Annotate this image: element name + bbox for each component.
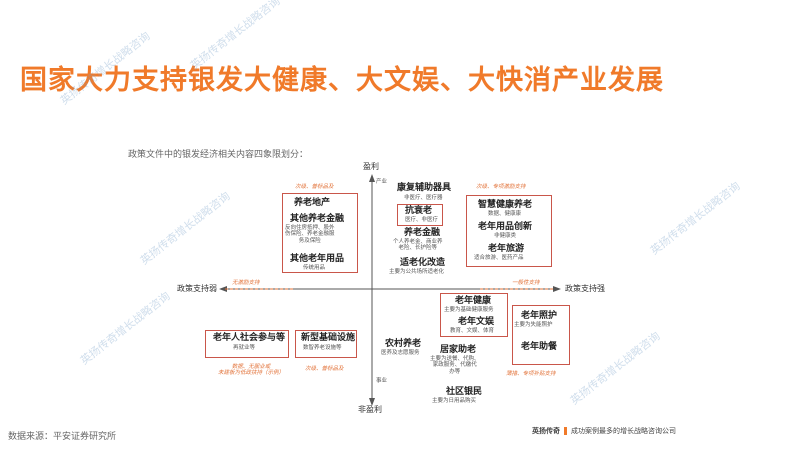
axis-right-note: 一般性支持	[512, 280, 540, 286]
bm-item-1-name: 居家助老	[440, 345, 477, 355]
bl-box-2	[295, 330, 357, 358]
tl-box	[282, 193, 358, 273]
brand-tagline: 成功案例最多的增长战略咨询公司	[571, 427, 676, 435]
tl-item-0-name: 养老地产	[294, 198, 331, 208]
tm-highlight-box	[397, 204, 443, 226]
bl-item-0-name: 老年人社会参与等	[213, 333, 286, 343]
tr-item-2-desc: 适合旅游、医药产品	[474, 255, 524, 261]
watermark-5: 英扬传奇增长战略咨询	[567, 329, 663, 408]
axis-left-label: 政策支持弱	[177, 284, 217, 293]
brand-divider	[564, 427, 567, 435]
bl-note2: 数据、无服业或 未建板为低政扶持（示例）	[218, 364, 285, 377]
source-note: 数据来源：平安证券研究所	[8, 432, 117, 442]
br-box-2	[512, 305, 570, 365]
watermark-3: 英扬传奇增长战略咨询	[77, 289, 173, 368]
tr-note: 次级、专项激励支持	[476, 184, 526, 190]
tr-item-1-desc: 非健康类	[494, 233, 517, 239]
br-item-0-name: 老年健康	[455, 296, 492, 306]
tm-item-2-name: 养老金融	[404, 228, 441, 238]
tm-item-3-name: 适老化改造	[400, 258, 446, 268]
bm-item-2-name: 社区银民	[446, 387, 483, 397]
bm-item-2-desc: 主要为日用品购买	[432, 398, 477, 404]
tr-item-0-desc: 数据、健康康	[488, 211, 522, 217]
tl-item-1-name: 其他养老金融	[290, 214, 345, 224]
tl-item-2-name: 其他老年用品	[290, 254, 345, 264]
axis-top-small: 产业	[376, 179, 388, 185]
page-title: 国家大力支持银发大健康、大文娱、大快消产业发展	[20, 65, 664, 96]
br-item-1-name: 老年文娱	[458, 317, 495, 327]
tl-item-1-desc: 反向住房抵押、股外 伤保险、养老金融服 务及保险	[285, 225, 335, 244]
tr-item-0-name: 智慧健康养老	[478, 200, 533, 210]
bl-item-1-name: 新型基础设施	[301, 333, 356, 343]
bl-box-1	[205, 330, 289, 358]
watermark-6: 英扬传奇增长战略咨询	[137, 189, 233, 268]
tm-item-3-desc: 主要为公共场所适老化	[389, 269, 445, 275]
brand-footer: 英扬传奇 成功案例最多的增长战略咨询公司	[532, 426, 676, 436]
axis-left-note: 无激励支持	[232, 280, 260, 286]
tm-item-0-desc: 非医疗、医疗器	[404, 195, 443, 201]
br-box-1	[440, 293, 508, 337]
tl-note: 次级、普标品及	[295, 184, 334, 190]
bm-item-0-desc: 医养及志愿服务	[381, 350, 420, 356]
axis-right-label: 政策支持强	[565, 284, 605, 293]
bl-item-1-desc: 数智养老设施等	[303, 345, 342, 351]
br-note: 薄措、专项补贴支持	[506, 371, 556, 377]
tm-item-1-name: 抗衰老	[405, 206, 433, 216]
tm-item-0-name: 康复辅助器具	[397, 183, 452, 193]
bm-item-1-desc: 主要为送餐、代购、 家政服务、代缴代 办等	[430, 356, 480, 375]
tm-item-2-desc: 个人养老金、商业养 老险、长护险等	[393, 239, 443, 252]
tl-item-2-desc: 传统用品	[303, 265, 326, 271]
bl-note: 次级、普标品及	[305, 366, 344, 372]
br-item-1-desc: 教育、文娱、体育	[450, 328, 495, 334]
br-item-3-name: 老年助餐	[521, 342, 558, 352]
axis-top-label: 盈利	[363, 162, 379, 171]
tm-item-1-desc: 医疗、非医疗	[405, 217, 439, 223]
bm-item-0-name: 农村养老	[385, 339, 422, 349]
tr-item-2-name: 老年旅游	[488, 244, 525, 254]
brand-name: 英扬传奇	[532, 427, 560, 435]
diagram-subtitle: 政策文件中的银发经济相关内容四象限划分：	[128, 150, 309, 160]
tr-item-1-name: 老年用品创新	[478, 222, 533, 232]
watermark-4: 英扬传奇增长战略咨询	[647, 179, 743, 258]
axis-bottom-label: 非盈利	[358, 405, 382, 414]
br-item-0-desc: 主要为基础健康服务	[444, 307, 494, 313]
br-item-2-name: 老年照护	[521, 311, 558, 321]
bl-item-0-desc: 再就业等	[233, 345, 256, 351]
axis-bottom-small: 事业	[376, 378, 388, 384]
br-item-2-desc: 主要为失能照护	[514, 322, 553, 328]
tr-box	[466, 195, 552, 267]
